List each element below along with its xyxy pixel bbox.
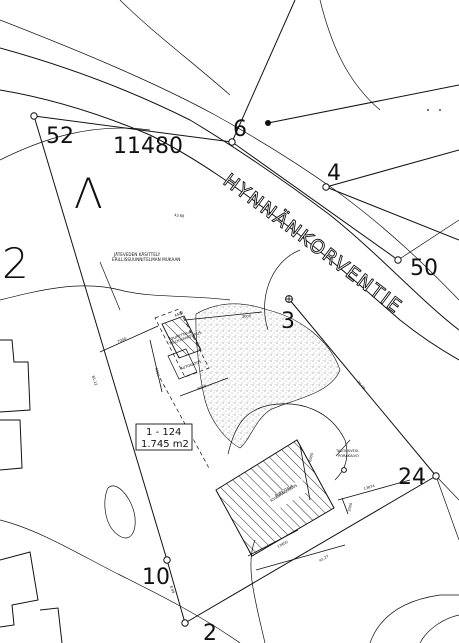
dimension-6000: 6000 <box>197 384 208 391</box>
dimension-31-08: 31.08 <box>356 380 366 391</box>
block-label-a: Λ <box>74 169 103 218</box>
dimension-lines <box>99 261 411 571</box>
note-wastewater-1: JÄTEVEDEN KÄSITTELY <box>113 252 161 257</box>
road-name-label: HYNNÄNKORVENTIE <box>219 169 407 319</box>
dimension-3000: 3000 <box>242 314 252 319</box>
property-boundaries <box>33 0 459 624</box>
shed-label-1: PURETTAVA <box>171 330 192 341</box>
parcel-label-4: 4 <box>327 161 341 186</box>
dimension-8-49: 8.49 <box>169 585 175 594</box>
survey-point-2 <box>181 619 189 627</box>
survey-point-10 <box>163 556 171 564</box>
parcel-label-11480: 11480 <box>113 134 183 159</box>
survey-point-6-fixed <box>265 120 271 126</box>
parcel-label-24: 24 <box>398 465 426 490</box>
house-label-backdrop <box>267 478 309 512</box>
survey-point-6 <box>228 138 236 146</box>
dimension-4400: 4400 <box>174 311 185 318</box>
survey-points <box>30 109 441 627</box>
well-label-1: TALOUSVESI- <box>335 449 360 453</box>
well-marker <box>341 467 347 473</box>
survey-point-24 <box>432 472 440 480</box>
dimension-7000: 7000 <box>117 337 128 344</box>
well-label-2: PORAKAIVO <box>338 454 359 458</box>
survey-point-4 <box>322 183 330 191</box>
lot-area: 1.745 m2 <box>141 439 189 450</box>
parcel-label-6: 6 <box>233 117 247 142</box>
gravel-yard <box>195 303 341 449</box>
dimension-41-27: 41.27 <box>319 554 330 563</box>
shed-building <box>154 308 210 380</box>
parcel-label-50: 50 <box>410 256 438 281</box>
marker-dot-b <box>439 109 441 111</box>
adjacent-buildings <box>0 339 63 643</box>
parcel-label-52: 52 <box>46 124 74 149</box>
dimension-13400: 13400 <box>277 540 290 549</box>
dimension-13874: 13874 <box>363 484 376 491</box>
lot-info-box: 1 - 124 1.745 m2 <box>135 423 193 451</box>
parcel-label-10: 10 <box>142 565 170 590</box>
dimension-81-12: 81.12 <box>91 375 98 386</box>
garage-label: AUTOKATOS <box>180 359 203 370</box>
marker-dot-a <box>427 109 429 111</box>
dimension-43-68: 43.68 <box>174 213 185 218</box>
parcel-label-2-bottom: 2 <box>203 621 217 643</box>
dimension-3000b: 3000 <box>347 502 353 513</box>
yard-outline <box>227 403 348 481</box>
survey-point-50 <box>394 256 402 264</box>
lot-number: 1 - 124 <box>146 427 181 438</box>
survey-point-52 <box>30 112 38 120</box>
note-wastewater-2: ERILLISSUUNNITELMAN MUKAAN <box>112 257 180 262</box>
dimension-6000b: 6000 <box>308 452 314 463</box>
parcel-label-3: 3 <box>281 309 295 334</box>
block-label-2: 2 <box>2 239 29 288</box>
road-hynnankorventie <box>0 0 459 361</box>
dimension-4000: 4000 <box>154 367 160 378</box>
